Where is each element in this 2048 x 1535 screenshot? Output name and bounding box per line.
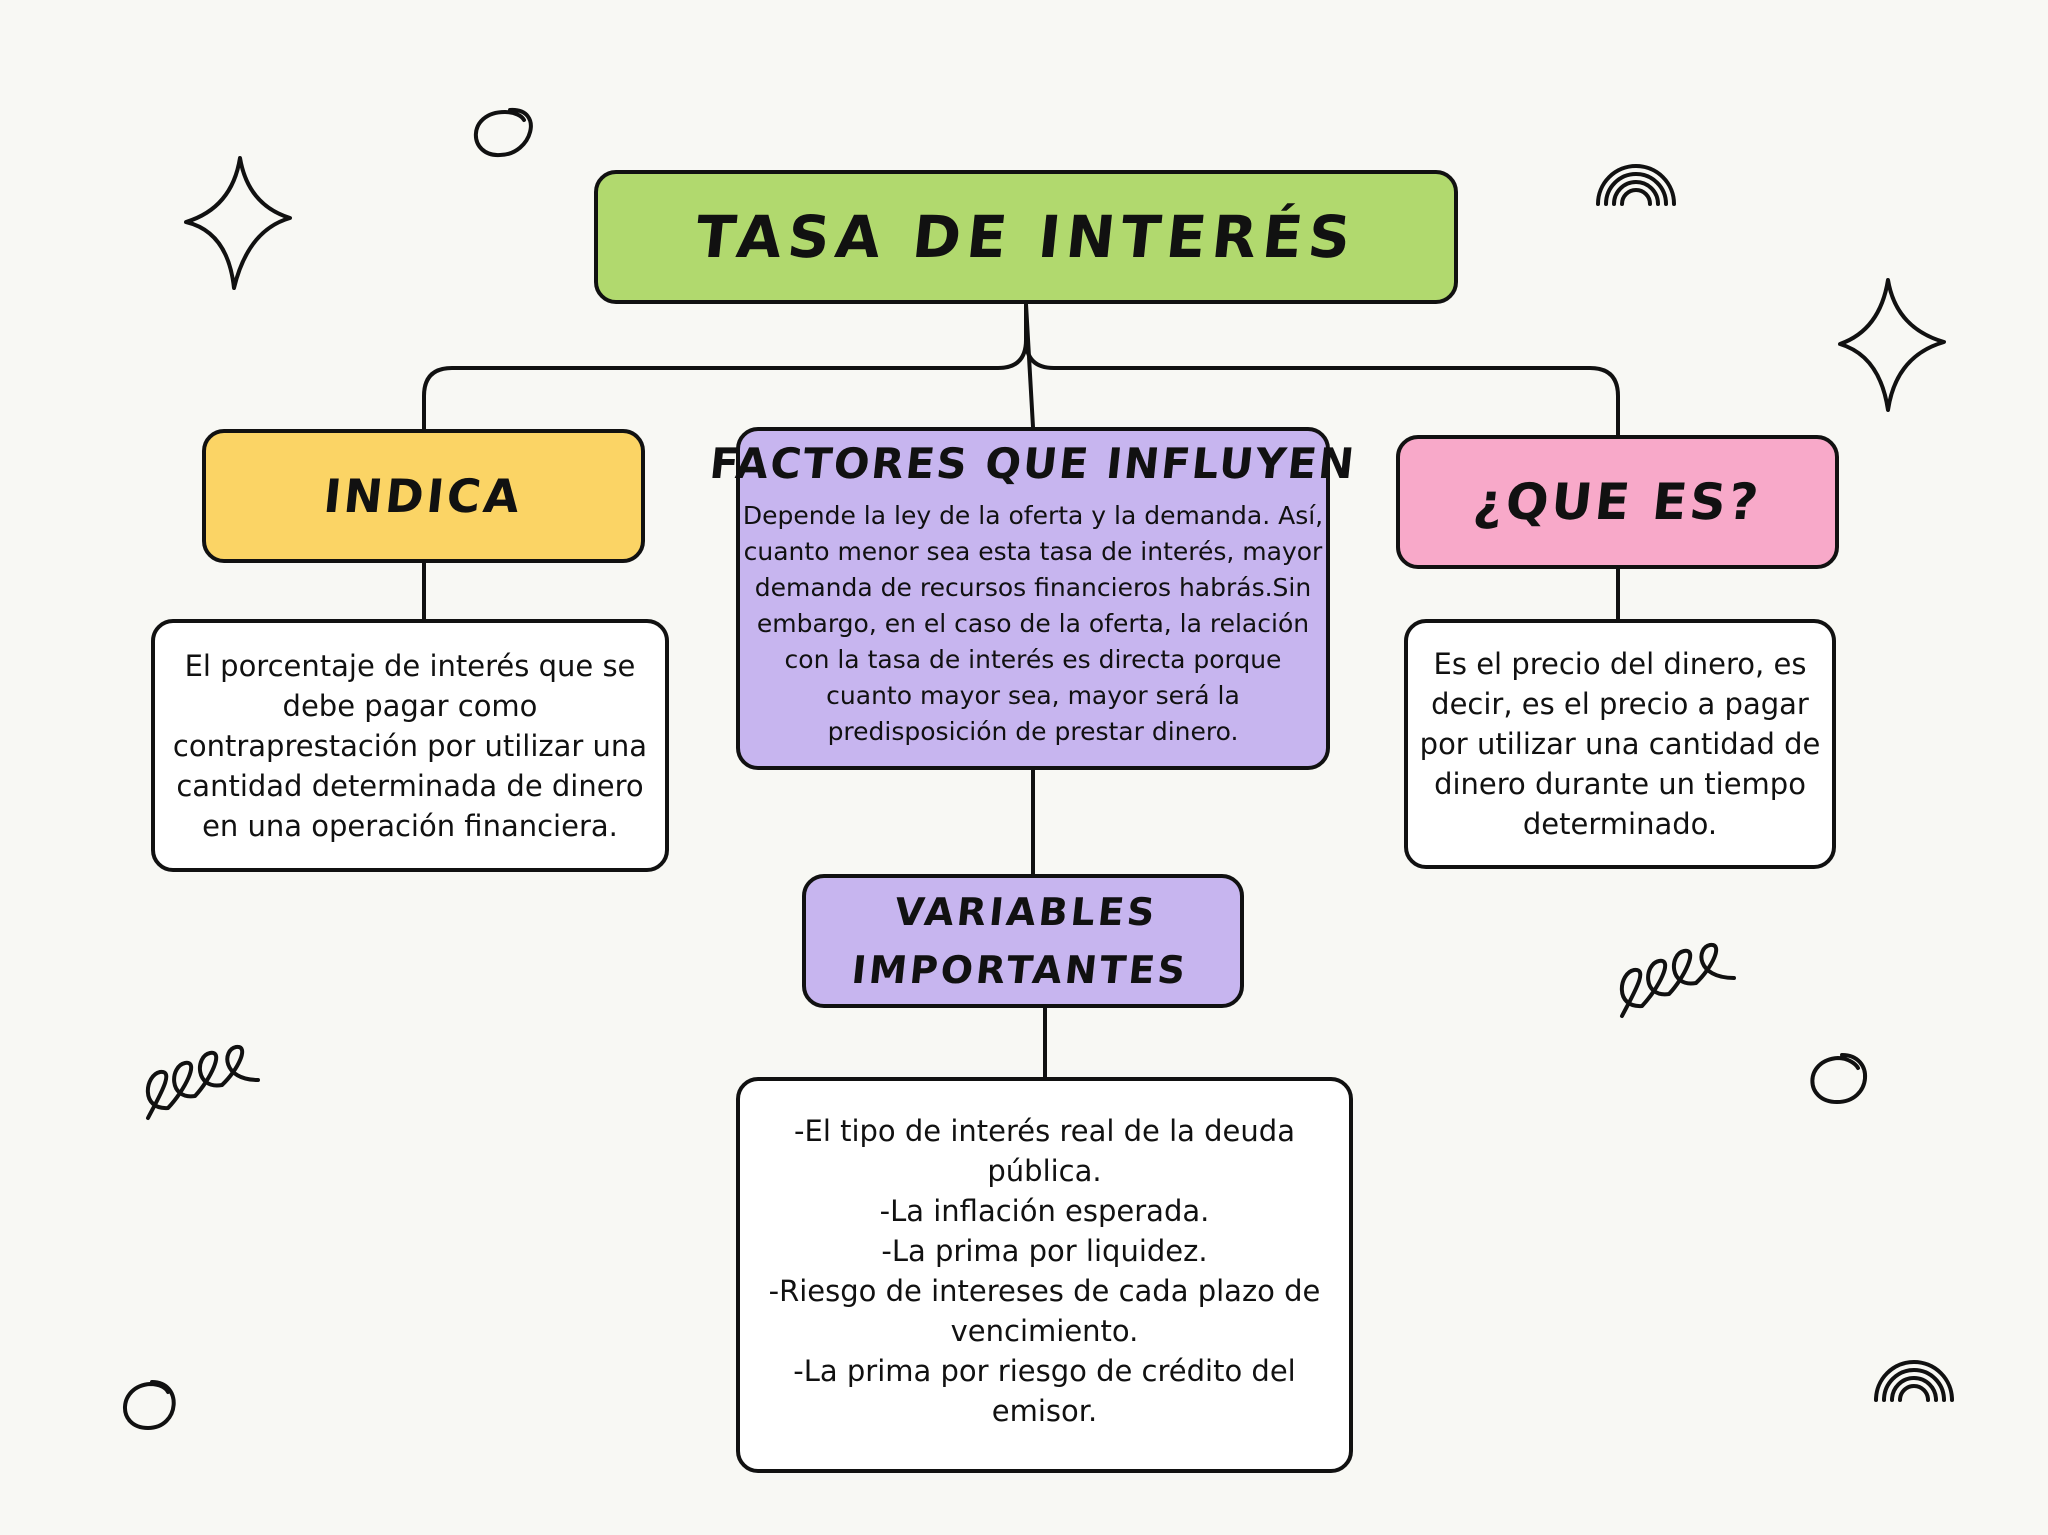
sparkle-icon — [1838, 278, 1946, 412]
que-es-description: Es el precio del dinero, es decir, es el… — [1419, 647, 1821, 841]
variables-node: VARIABLES IMPORTANTES — [802, 874, 1244, 1008]
loop-doodle-icon — [1619, 943, 1736, 1018]
main-title-box: TASA DE INTERÉS — [594, 170, 1458, 304]
connector-title-factores — [1024, 302, 1035, 429]
que-es-heading: ¿QUE ES? — [1471, 473, 1764, 531]
circle-doodle-icon — [123, 1380, 176, 1430]
indica-description: El porcentaje de interés que se debe pag… — [172, 648, 648, 843]
factores-node: FACTORES QUE INFLUYEN Depende la ley de … — [708, 427, 1358, 770]
loop-doodle-icon — [145, 1045, 260, 1120]
indica-node: INDICA — [202, 429, 645, 563]
factores-description: Depende la ley de la oferta y la demanda… — [742, 501, 1324, 746]
factores-heading: FACTORES QUE INFLUYEN — [707, 439, 1359, 488]
main-title: TASA DE INTERÉS — [692, 203, 1360, 271]
que-es-description-box: Es el precio del dinero, es decir, es el… — [1404, 619, 1836, 869]
que-es-node: ¿QUE ES? — [1396, 435, 1839, 569]
circle-doodle-icon — [473, 107, 533, 158]
indica-description-box: El porcentaje de interés que se debe pag… — [151, 619, 669, 872]
rainbow-icon — [1596, 164, 1676, 206]
connector-lines — [422, 302, 1620, 1079]
connector-title-indica — [422, 338, 1028, 431]
variables-heading: VARIABLES IMPORTANTES — [849, 890, 1191, 992]
variables-list: -El tipo de interés real de la deuda púb… — [768, 1114, 1321, 1428]
rainbow-icon — [1874, 1360, 1954, 1402]
connector-title-que-es — [1024, 338, 1620, 437]
sparkle-icon — [184, 156, 292, 290]
indica-heading: INDICA — [321, 469, 526, 523]
variables-list-box: -El tipo de interés real de la deuda púb… — [736, 1077, 1353, 1473]
circle-doodle-icon — [1810, 1053, 1868, 1104]
